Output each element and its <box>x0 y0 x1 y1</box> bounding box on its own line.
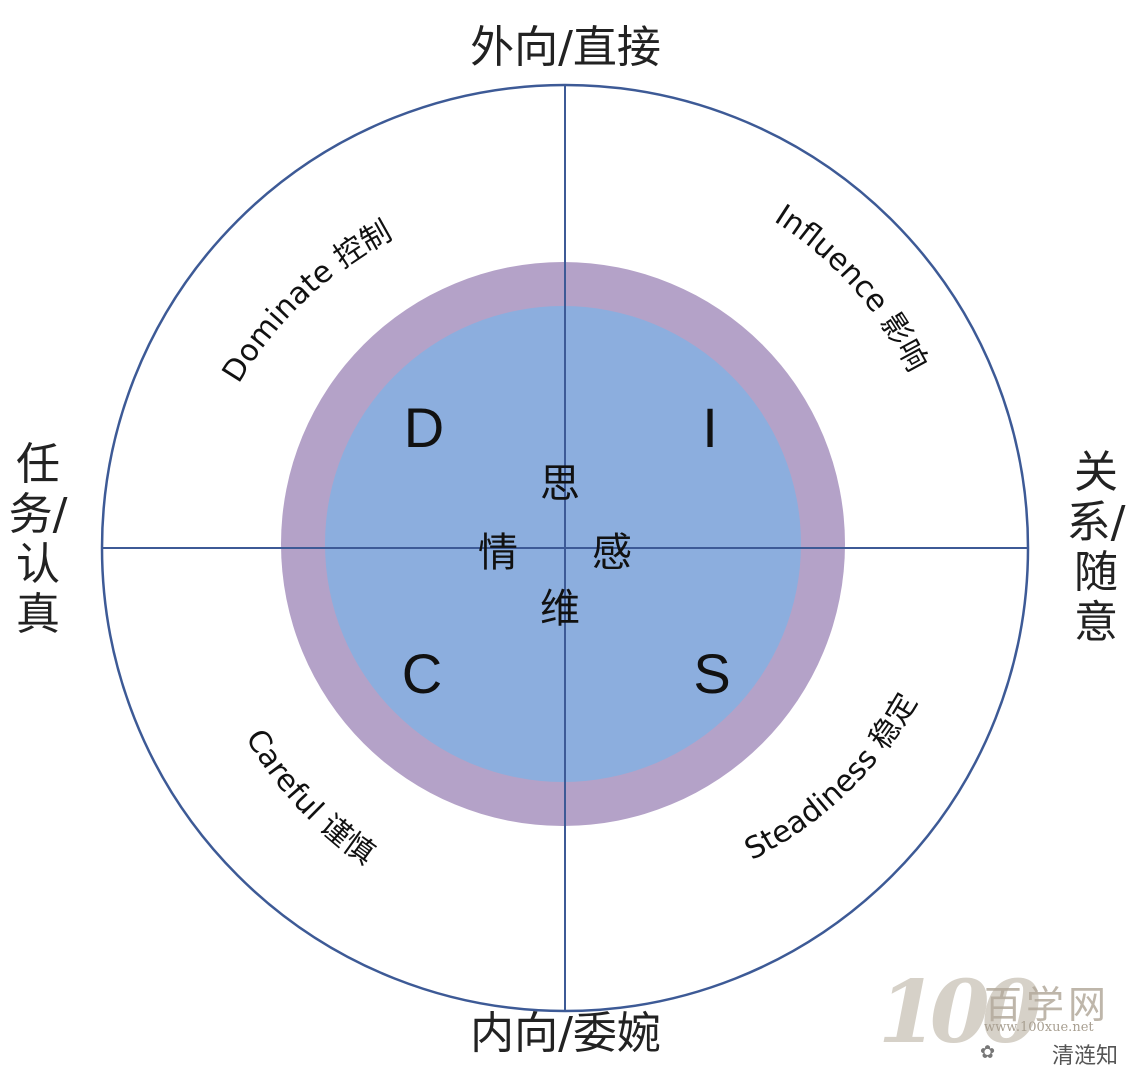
axis-label-bottom: 内向/委婉 <box>470 1008 661 1059</box>
axis-label-right: 关系/随意 <box>1066 447 1126 648</box>
wechat-icon: ✿ <box>980 1042 996 1063</box>
watermark-logo-number: 100 <box>878 962 1042 1063</box>
center-char-right: 感 <box>592 530 632 576</box>
watermark: 100 百学网 www.100xue.net ✿ 清涟知 <box>872 962 1131 1069</box>
watermark-logo-text: 百学网 <box>984 983 1111 1027</box>
axis-label-top: 外向/直接 <box>470 22 661 73</box>
center-char-left: 情 <box>478 530 518 576</box>
blue-disk <box>325 306 801 782</box>
center-char-bottom: 维 <box>540 586 580 632</box>
watermark-url: www.100xue.net <box>984 1020 1094 1035</box>
quadrant-letter-i: I <box>702 396 718 459</box>
quadrant-letter-c: C <box>402 642 442 705</box>
quadrant-letter-d: D <box>404 396 444 459</box>
center-char-top: 思 <box>540 461 580 507</box>
quadrant-letter-s: S <box>693 642 730 705</box>
watermark-account: 清涟知 <box>1052 1044 1119 1069</box>
axis-label-left: 任务/认真 <box>8 439 68 640</box>
